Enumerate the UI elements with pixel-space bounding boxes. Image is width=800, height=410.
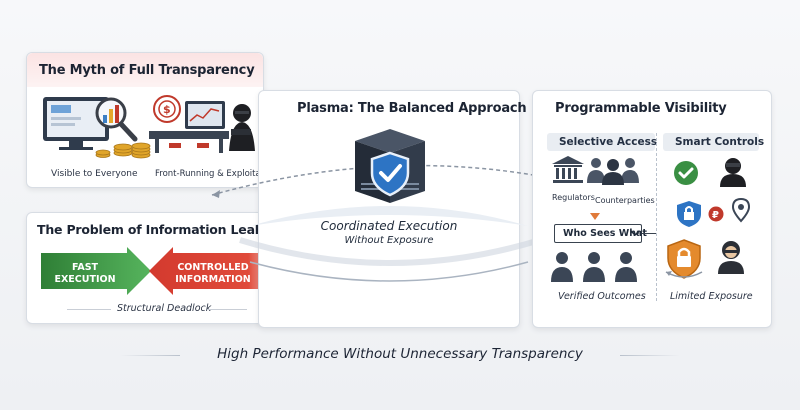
who-sees-what-select[interactable]: Who Sees What xyxy=(554,224,647,243)
visibility-title: Programmable Visibility xyxy=(555,101,727,116)
limited-exposure-label: Limited Exposure xyxy=(670,291,753,302)
myth-card: The Myth of Full Transparency $ xyxy=(26,52,277,188)
selective-access-header xyxy=(547,133,655,151)
smart-controls-title: Smart Controls xyxy=(675,136,765,148)
plasma-card: Plasma: The Balanced Approach xyxy=(258,90,527,328)
verified-people-icon xyxy=(551,252,637,282)
smart-controls-header xyxy=(663,133,759,151)
plasma-title: Plasma: The Balanced Approach xyxy=(297,101,527,116)
leaks-title: The Problem of Information Leaks xyxy=(37,222,271,237)
deadlock-divider-right xyxy=(207,309,247,310)
deadlock-label: Structural Deadlock xyxy=(117,303,212,314)
footer-tagline: High Performance Without Unnecessary Tra… xyxy=(217,346,583,362)
without-exposure-text: Without Exposure xyxy=(344,235,434,246)
controlled-label: CONTROLLED INFORMATION xyxy=(175,262,251,285)
who-sees-what-label: Who Sees What xyxy=(563,228,647,239)
footer-divider-right xyxy=(620,355,680,356)
counterparties-group-icon xyxy=(587,158,639,185)
coordinated-execution-text: Coordinated Execution xyxy=(320,219,458,233)
server-shield-icon xyxy=(355,129,425,203)
verified-outcomes-label: Verified Outcomes xyxy=(558,291,646,302)
leaks-card: The Problem of Information Leaks FAST EX… xyxy=(26,212,273,324)
counterparties-label: Counterparties xyxy=(595,196,655,205)
visible-caption: Visible to Everyone xyxy=(51,169,138,179)
svg-text:₽: ₽ xyxy=(712,210,719,221)
plasma-tagline: Coordinated Execution Without Exposure xyxy=(258,219,520,246)
who-sees-connector xyxy=(642,233,656,234)
lock-shield-icon xyxy=(677,201,701,227)
check-badge-icon xyxy=(674,161,698,185)
orange-shield-lock-icon xyxy=(665,239,703,279)
deadlock-divider-left xyxy=(67,309,111,310)
chevron-down-icon xyxy=(630,230,640,237)
down-heart-icon xyxy=(590,213,600,220)
location-pin-icon xyxy=(731,197,751,223)
fast-execution-arrow xyxy=(41,247,151,295)
public-screen-coins-icon xyxy=(43,97,151,159)
myth-title-bar xyxy=(27,53,263,87)
footer-divider-left xyxy=(120,355,180,356)
column-divider xyxy=(656,133,657,301)
front-running-thief-icon: $ xyxy=(149,95,255,153)
svg-text:$: $ xyxy=(163,103,171,116)
masked-figure-icon xyxy=(720,158,746,187)
fast-label: FAST EXECUTION xyxy=(54,262,116,285)
currency-badge-icon: ₽ xyxy=(708,206,724,222)
regulators-label: Regulators xyxy=(552,193,595,202)
hacker-figure-icon xyxy=(718,241,744,274)
regulators-building-icon xyxy=(552,156,584,183)
selective-access-title: Selective Access xyxy=(559,136,658,148)
visibility-card: Programmable Visibility Selective Access… xyxy=(532,90,772,328)
myth-title: The Myth of Full Transparency xyxy=(39,63,255,78)
